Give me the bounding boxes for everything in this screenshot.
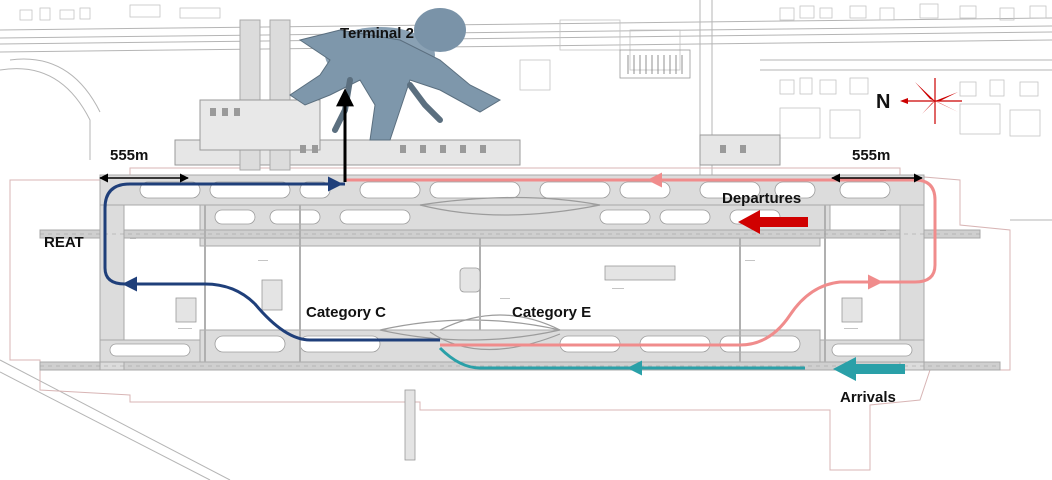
distance-left-label: 555m xyxy=(110,147,148,164)
reat-route xyxy=(103,182,440,342)
reat-label: REAT xyxy=(44,234,84,251)
svg-text:-------: ------- xyxy=(844,326,858,332)
arrivals-label: Arrivals xyxy=(840,389,896,406)
city-blocks xyxy=(19,3,1047,139)
svg-text:---: --- xyxy=(880,228,886,234)
side-aprons xyxy=(175,265,863,461)
category-c-label: Category C xyxy=(306,304,386,321)
svg-text:-----: ----- xyxy=(258,258,268,264)
svg-text:-----: ----- xyxy=(745,258,755,264)
departures-arrow xyxy=(738,210,808,234)
north-label: N xyxy=(876,91,890,113)
svg-text:-----: ----- xyxy=(500,296,510,302)
north-compass-icon xyxy=(900,78,962,124)
arrivals-arrow xyxy=(833,357,905,381)
distance-right-label: 555m xyxy=(852,147,890,164)
category-e-label: Category E xyxy=(512,304,591,321)
airport-boundary xyxy=(9,167,1011,471)
svg-text:---: --- xyxy=(130,236,136,242)
airfield-pavement xyxy=(39,174,1001,371)
terminal-2-label: Terminal 2 xyxy=(340,25,414,42)
departures-label: Departures xyxy=(722,190,801,207)
arrival-route xyxy=(438,346,805,370)
svg-text:-------: ------- xyxy=(178,326,192,332)
svg-text:------: ------ xyxy=(612,286,624,292)
category-e-route xyxy=(440,280,875,347)
map-annotations: -------------- ---------- ----------- --… xyxy=(130,228,886,332)
apron-area xyxy=(174,19,781,171)
